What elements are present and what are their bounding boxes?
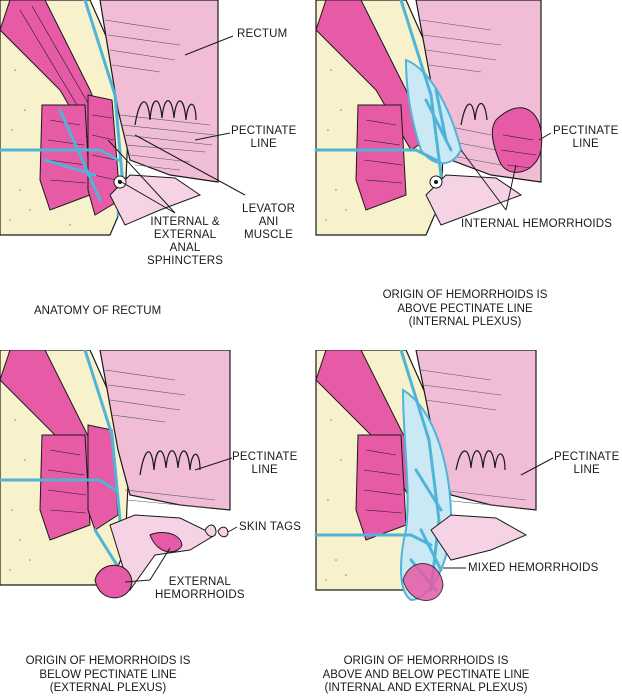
label-line: INTERNAL &	[150, 216, 220, 228]
label-pectinate-line: PECTINATE LINE	[553, 125, 618, 151]
label-line: SPHINCTERS	[147, 255, 224, 267]
mixed-illustration	[314, 350, 554, 602]
panel-anatomy: RECTUM PECTINATE LINE LEVATOR ANI MUSCLE…	[0, 0, 311, 340]
label-pectinate-line: PECTINATE LINE	[554, 451, 619, 477]
label-line: LINE	[573, 464, 600, 476]
label-line: LEVATOR	[242, 203, 296, 215]
label-mixed-hemorrhoids: MIXED HEMORRHOIDS	[468, 562, 599, 574]
label-line: ANI	[258, 216, 279, 228]
label-internal-hemorrhoids: INTERNAL HEMORRHOIDS	[461, 218, 613, 230]
caption-line: (INTERNAL AND EXTERNAL PLEXUS)	[324, 682, 528, 694]
label-line: EXTERNAL	[168, 576, 232, 588]
label-line: PECTINATE	[231, 125, 297, 137]
caption-line: ORIGIN OF HEMORRHOIDS IS	[25, 655, 191, 667]
anatomy-illustration	[0, 0, 246, 236]
caption-line: ORIGIN OF HEMORRHOIDS IS	[343, 655, 509, 667]
caption-mixed: ORIGIN OF HEMORRHOIDS IS ABOVE AND BELOW…	[311, 655, 541, 696]
label-line: MUSCLE	[244, 229, 294, 241]
panel-external: PECTINATE LINE SKIN TAGS EXTERNAL HEMORR…	[0, 350, 311, 699]
caption-internal: ORIGIN OF HEMORRHOIDS IS ABOVE PECTINATE…	[339, 289, 591, 330]
label-line: PECTINATE	[553, 125, 619, 137]
label-line: LINE	[251, 464, 278, 476]
label-line: EXTERNAL	[153, 229, 217, 241]
label-line: ANAL	[169, 242, 201, 254]
panel-internal: PECTINATE LINE INTERNAL HEMORRHOIDS ORIG…	[311, 0, 622, 340]
label-line: HEMORRHOIDS	[155, 589, 245, 601]
label-line: LINE	[572, 138, 599, 150]
caption-line: ORIGIN OF HEMORRHOIDS IS	[382, 289, 548, 301]
label-levator-ani: LEVATOR ANI MUSCLE	[242, 203, 295, 242]
caption-line: ABOVE PECTINATE LINE	[397, 302, 533, 315]
label-line: PECTINATE	[554, 451, 620, 463]
external-illustration	[0, 350, 238, 599]
panel-mixed: PECTINATE LINE MIXED HEMORRHOIDS ORIGIN …	[311, 350, 622, 699]
caption-line: ANATOMY OF RECTUM	[34, 305, 162, 317]
label-skin-tags: SKIN TAGS	[239, 521, 302, 533]
caption-line: ABOVE AND BELOW PECTINATE LINE	[322, 668, 530, 681]
label-sphincters: INTERNAL & EXTERNAL ANAL SPHINCTERS	[147, 216, 223, 268]
label-pectinate-line: PECTINATE LINE	[232, 451, 297, 477]
caption-line: BELOW PECTINATE LINE	[39, 668, 177, 681]
label-pectinate-line: PECTINATE LINE	[231, 125, 296, 151]
internal-illustration	[314, 0, 552, 236]
label-line: PECTINATE	[232, 451, 298, 463]
caption-anatomy: ANATOMY OF RECTUM	[34, 305, 161, 319]
label-rectum: RECTUM	[237, 28, 288, 40]
caption-line: (INTERNAL PLEXUS)	[408, 316, 522, 328]
caption-external: ORIGIN OF HEMORRHOIDS IS BELOW PECTINATE…	[0, 655, 216, 696]
label-line: LINE	[250, 138, 277, 150]
caption-line: (EXTERNAL PLEXUS)	[49, 682, 167, 694]
label-external-hemorrhoids: EXTERNAL HEMORRHOIDS	[155, 576, 245, 602]
